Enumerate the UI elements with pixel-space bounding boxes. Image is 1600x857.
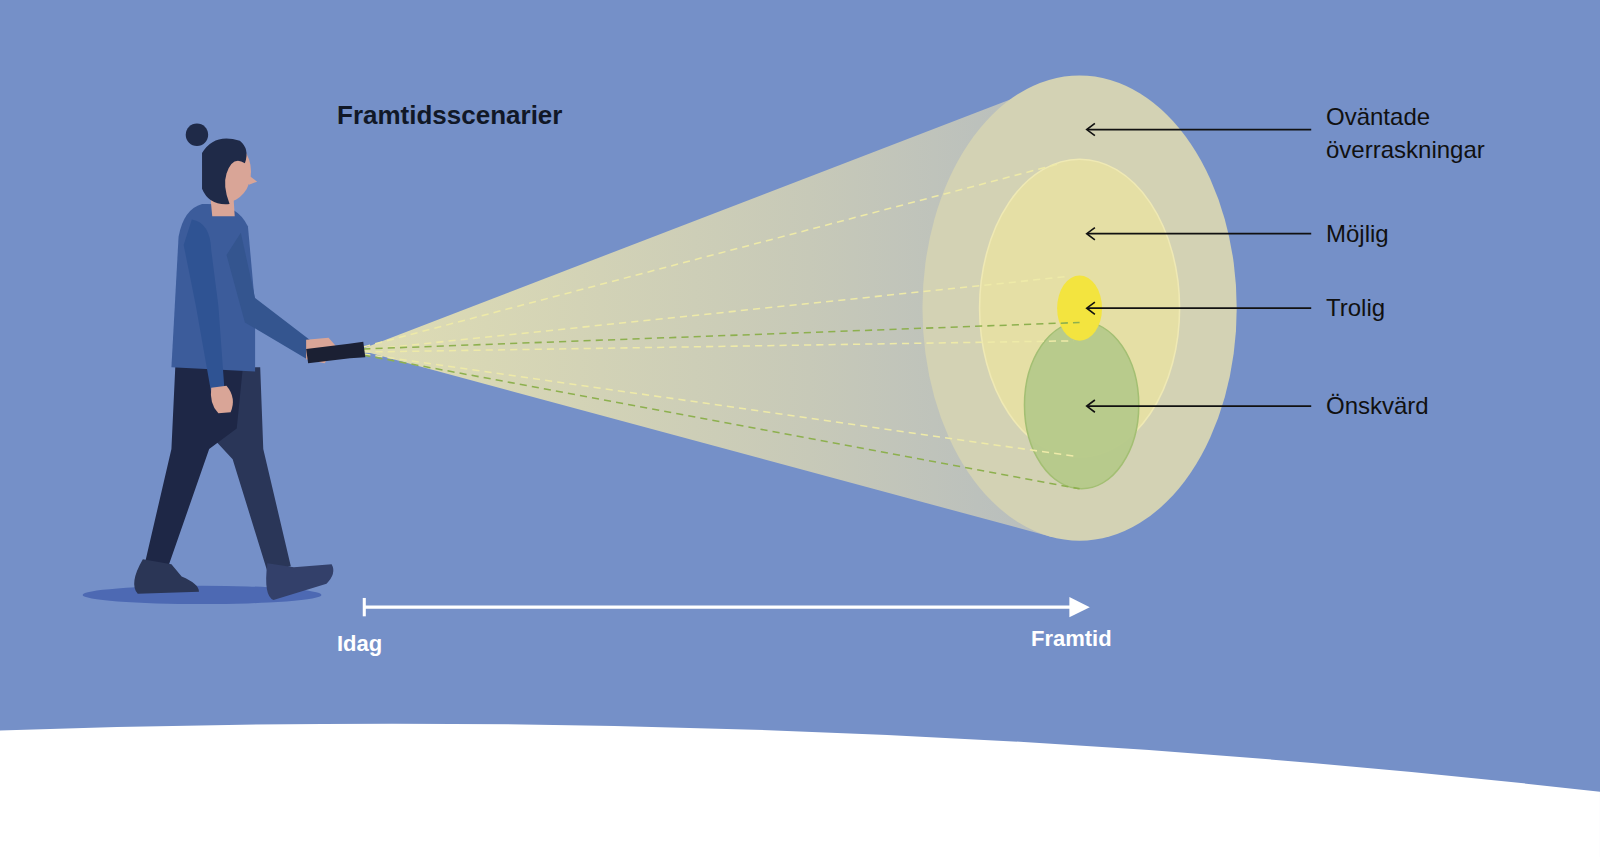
scenario-label: Möjlig xyxy=(1326,219,1389,249)
woman-figure xyxy=(83,123,366,604)
scenario-label: Önskvärd xyxy=(1326,391,1429,421)
timeline-label: Idag xyxy=(337,630,382,658)
leader-arrows xyxy=(1087,123,1311,412)
scenario-label: Oväntade överraskningar xyxy=(1326,100,1541,166)
desirable-ellipse xyxy=(1024,321,1138,488)
ground xyxy=(0,724,1600,857)
projection-lines xyxy=(363,163,1079,489)
diagram-title: Framtidsscenarier xyxy=(337,100,562,131)
scenario-label: Trolig xyxy=(1326,293,1385,323)
timeline-arrow xyxy=(364,597,1090,617)
timeline-label: Framtid xyxy=(1031,625,1112,653)
